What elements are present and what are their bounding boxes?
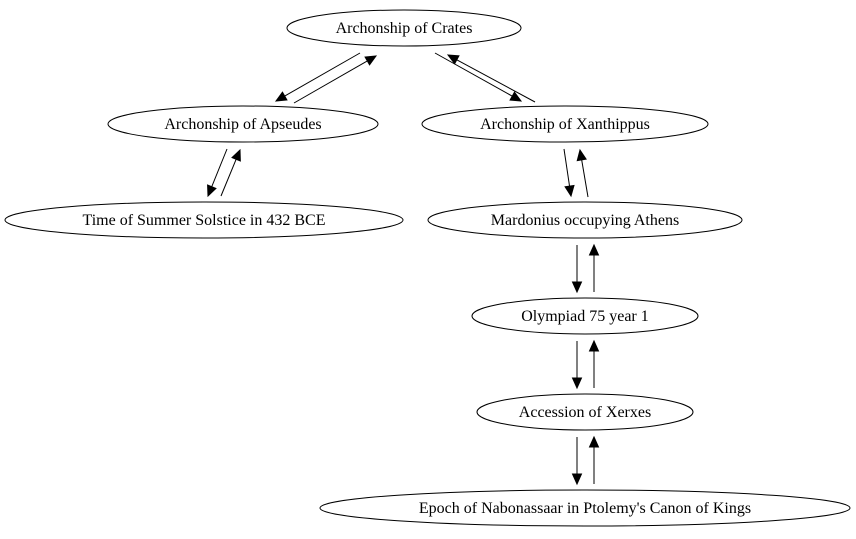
arrowhead-icon [509, 91, 523, 102]
edge-crates-xanthippus [434, 52, 523, 102]
edge-xanthippus-crates [446, 54, 536, 103]
node-olympiad: Olympiad 75 year 1 [471, 297, 699, 335]
edge-line [284, 52, 361, 97]
node-ellipse [471, 297, 699, 335]
arrowhead-icon [274, 91, 288, 102]
node-label: Accession of Xerxes [519, 404, 651, 421]
edge-crates-apseudes [274, 52, 361, 102]
node-xanthippus: Archonship of Xanthippus [421, 105, 709, 143]
edge-nabonassar-xerxes [588, 435, 600, 484]
edge-xerxes-olympiad [588, 339, 600, 388]
arrowhead-icon [571, 281, 583, 294]
node-label: Time of Summer Solstice in 432 BCE [83, 212, 326, 229]
edge-line [211, 148, 228, 187]
node-ellipse [476, 393, 694, 431]
node-xerxes: Accession of Xerxes [476, 393, 694, 431]
edge-line [456, 59, 536, 103]
edge-xanthippus-mardonius [563, 148, 575, 198]
edge-olympiad-xerxes [571, 341, 583, 390]
node-ellipse [286, 9, 522, 47]
node-label: Olympiad 75 year 1 [521, 308, 649, 325]
edge-solstice-apseudes [220, 148, 241, 197]
arrowhead-icon [564, 184, 575, 198]
node-mardonius: Mardonius occupying Athens [427, 201, 743, 239]
arrowhead-icon [588, 243, 600, 256]
node-apseudes: Archonship of Apseudes [107, 105, 379, 143]
node-ellipse [107, 105, 379, 143]
arrowhead-icon [588, 435, 600, 448]
node-solstice: Time of Summer Solstice in 432 BCE [4, 201, 404, 239]
node-label: Archonship of Xanthippus [480, 116, 650, 133]
edge-line [434, 52, 513, 97]
arrowhead-icon [588, 339, 600, 352]
node-ellipse [421, 105, 709, 143]
node-nabonassar: Epoch of Nabonassaar in Ptolemy's Canon … [319, 489, 851, 527]
node-ellipse [319, 489, 851, 527]
arrowhead-icon [231, 148, 241, 162]
edge-mardonius-xanthippus [576, 148, 589, 198]
node-crates: Archonship of Crates [286, 9, 522, 47]
arrowhead-icon [446, 54, 460, 65]
arrowhead-icon [571, 473, 583, 486]
node-ellipse [427, 201, 743, 239]
edge-mardonius-olympiad [571, 245, 583, 294]
node-label: Archonship of Apseudes [164, 116, 321, 133]
node-label: Archonship of Crates [336, 20, 473, 37]
node-label: Mardonius occupying Athens [491, 212, 679, 229]
node-label: Epoch of Nabonassaar in Ptolemy's Canon … [419, 500, 751, 517]
arrowhead-icon [364, 55, 378, 66]
edge-olympiad-mardonius [588, 243, 600, 292]
edge-line [293, 60, 368, 104]
edges-layer [207, 52, 600, 486]
arrowhead-icon [571, 377, 583, 390]
edge-xerxes-nabonassar [571, 437, 583, 486]
edge-apseudes-crates [293, 55, 378, 104]
edge-line [220, 159, 237, 197]
edge-line [581, 159, 589, 198]
arrowhead-icon [207, 184, 217, 198]
edge-apseudes-solstice [207, 148, 228, 198]
edge-line [563, 148, 571, 187]
node-ellipse [4, 201, 404, 239]
arrowhead-icon [576, 148, 587, 162]
